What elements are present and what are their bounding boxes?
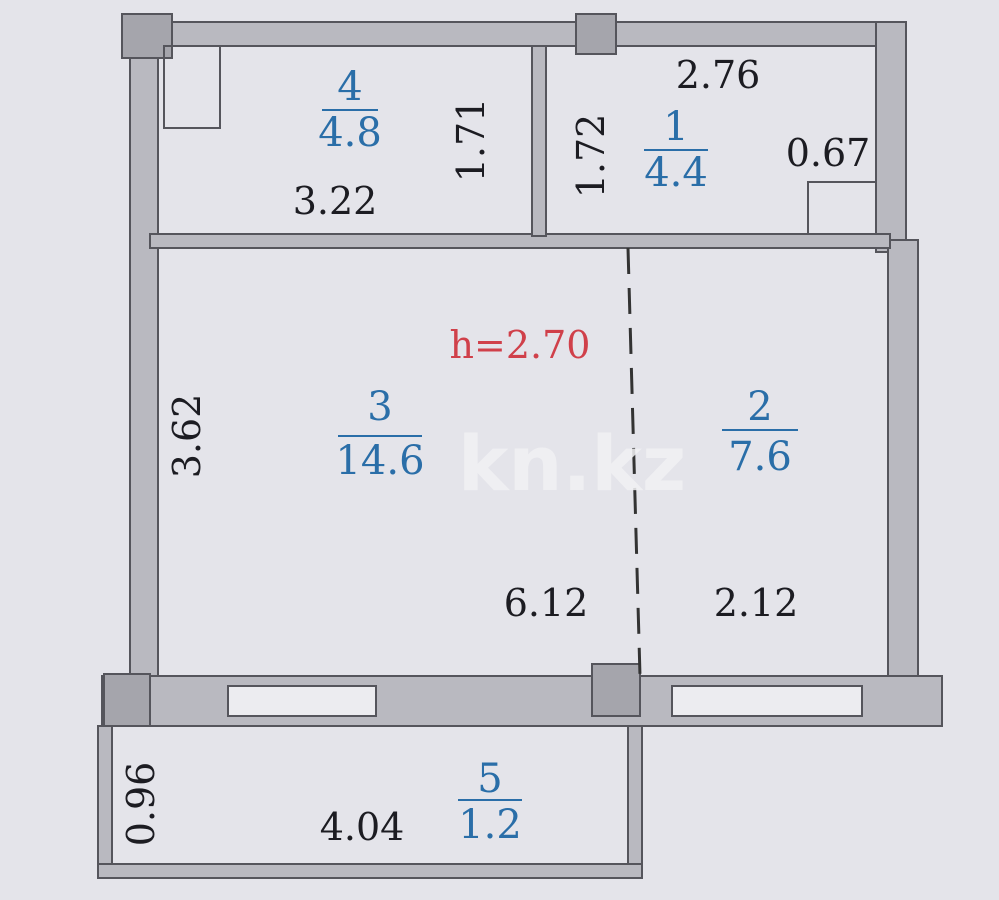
walls — [97, 13, 943, 879]
dim-room1-niche: 0.67 — [786, 131, 871, 175]
dim-room1-width: 2.76 — [676, 53, 761, 97]
partition-line — [626, 247, 642, 677]
watermark: kn.kz — [458, 419, 686, 508]
dim-balcony-depth: 0.96 — [119, 762, 163, 847]
dim-living-width: 6.12 — [504, 581, 589, 625]
dim-balcony-width: 4.04 — [320, 805, 405, 849]
dim-room4-depth: 1.71 — [449, 98, 493, 183]
room-4-area: 4.8 — [318, 110, 382, 156]
room-3-number: 3 — [367, 384, 392, 430]
room-1-number: 1 — [663, 104, 688, 150]
room-5-number: 5 — [477, 756, 502, 802]
room-4-number: 4 — [337, 64, 362, 110]
room-3-area: 14.6 — [335, 438, 424, 484]
dim-room4-width: 3.22 — [293, 179, 378, 223]
dim-living-depth: 3.62 — [165, 394, 209, 479]
room-2-number: 2 — [747, 384, 772, 430]
dim-room2-width: 2.12 — [714, 581, 799, 625]
room-1-area: 4.4 — [644, 150, 708, 196]
ceiling-height: h=2.70 — [450, 323, 591, 367]
dim-room1-depth: 1.72 — [569, 114, 613, 199]
room-2-area: 7.6 — [728, 434, 792, 480]
room-5-area: 1.2 — [458, 802, 522, 848]
